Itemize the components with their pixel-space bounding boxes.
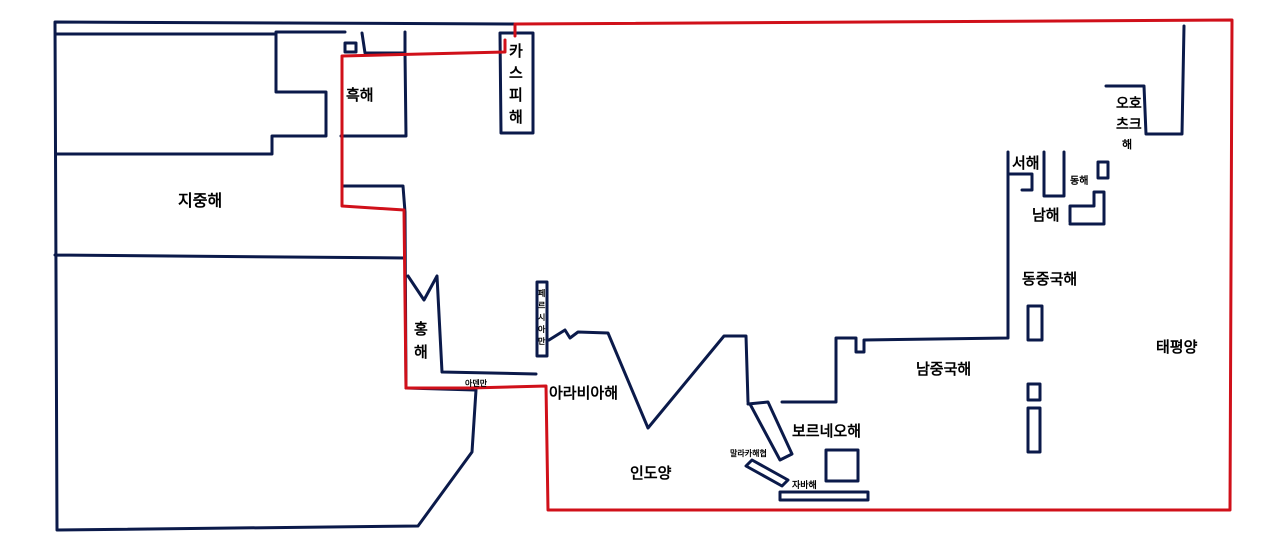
red-sea-outline (340, 184, 538, 392)
mediterranean-outline (53, 20, 517, 532)
label-caspian-2: 스 (509, 64, 523, 82)
caspian-sea-outline (498, 31, 535, 135)
red-boundary (340, 18, 1234, 512)
label-arabian-sea: 아라비아해 (549, 384, 618, 402)
label-malacca-strait: 말라카해협 (730, 448, 767, 458)
label-caspian-3: 피 (509, 86, 523, 104)
java-island (778, 490, 870, 502)
label-caspian-4: 해 (509, 108, 523, 126)
borneo-island (824, 448, 860, 483)
persian-gulf-outline (535, 280, 750, 430)
red-boundary-outer (340, 18, 1234, 512)
label-red-sea-1: 홍 (414, 320, 428, 338)
label-gulf-of-aden: 아덴만 (465, 378, 488, 388)
label-okhotsk-2: 츠크 (1116, 117, 1142, 133)
label-south-sea: 남해 (1032, 206, 1060, 224)
coastlines (53, 20, 1186, 532)
label-yellow-sea: 서해 (1012, 154, 1040, 172)
korea-outline (1006, 24, 1186, 226)
label-east-sea: 동해 (1070, 174, 1088, 187)
taiwan-island (1026, 304, 1044, 342)
malay-peninsula-outline (744, 400, 794, 488)
label-red-sea-2: 해 (414, 343, 428, 361)
philippines-island-2 (1026, 406, 1042, 454)
label-persian-2: 르 (538, 301, 546, 310)
labels: 지중해 흑해 카 스 피 해 홍 해 아덴만 페 르 시 아 만 아라비아해 인… (178, 42, 1198, 491)
label-persian-3: 시 (538, 313, 545, 322)
label-okhotsk-3: 해 (1122, 137, 1132, 151)
label-okhotsk-1: 오호 (1116, 96, 1142, 112)
label-mediterranean: 지중해 (178, 191, 222, 210)
label-persian-5: 만 (538, 336, 546, 346)
label-pacific-ocean: 태평양 (1156, 338, 1198, 356)
label-persian-1: 페 (538, 288, 545, 298)
label-black-sea: 흑해 (346, 86, 374, 104)
label-caspian-1: 카 (509, 42, 523, 60)
philippines-island-1 (1026, 382, 1042, 402)
label-indian-ocean: 인도양 (630, 464, 672, 482)
label-east-china-sea: 동중국해 (1022, 270, 1077, 288)
label-persian-4: 아 (538, 324, 546, 334)
label-south-china-sea: 남중국해 (916, 360, 971, 378)
black-sea-outline (339, 30, 408, 138)
label-borneo-sea: 보르네오해 (792, 422, 861, 440)
label-java-sea: 자바해 (792, 479, 817, 491)
borneo-outline (780, 172, 1034, 404)
